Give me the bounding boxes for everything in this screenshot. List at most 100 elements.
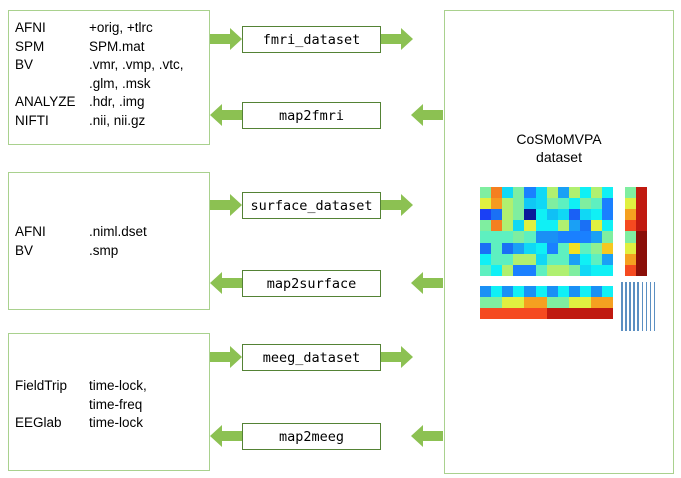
feature-line	[633, 282, 635, 331]
format-name: EEGlab	[15, 415, 62, 430]
feature-attr-cell	[502, 286, 514, 298]
format-name: ANALYZE	[15, 94, 76, 109]
format-extensions: .hdr, .img	[89, 94, 145, 109]
feature-line	[653, 282, 656, 331]
sample-cell	[524, 231, 536, 243]
format-extensions: .vmr, .vmp, .vtc,	[89, 57, 184, 72]
target-cell	[625, 253, 636, 265]
sample-cell	[524, 264, 536, 277]
sample-cell	[491, 187, 503, 199]
sample-cell	[557, 242, 570, 254]
feature-attr-cell	[568, 286, 581, 298]
feature-line	[625, 282, 627, 331]
arrow-right-icon	[210, 28, 242, 50]
sample-cell	[513, 209, 525, 221]
sample-cell	[535, 253, 547, 265]
dataset-title-line1: CoSMoMVPA	[516, 131, 602, 147]
sample-cell	[602, 253, 614, 265]
feature-attr-cell	[524, 297, 536, 309]
feature-attr-cell	[480, 286, 492, 298]
feature-attr-cell	[480, 297, 492, 309]
feature-line	[637, 282, 639, 331]
format-name: BV	[15, 57, 34, 72]
meeg-dataset-function[interactable]: meeg_dataset	[242, 344, 381, 371]
arrow-left-icon	[411, 104, 443, 126]
sample-cell	[535, 209, 547, 221]
sample-cell	[513, 264, 525, 277]
sample-cell	[502, 209, 514, 221]
arrow-right-icon	[381, 194, 413, 216]
sample-cell	[535, 231, 547, 243]
sample-cell	[546, 187, 558, 199]
sample-cell	[568, 220, 581, 232]
sample-cell	[502, 220, 514, 232]
sample-cell	[480, 198, 492, 210]
feature-attr-cell	[502, 308, 514, 320]
sample-cell	[535, 220, 547, 232]
sample-cell	[480, 264, 492, 277]
sample-cell	[568, 264, 581, 277]
sample-cell	[579, 242, 592, 254]
fmri-dataset-function[interactable]: fmri_dataset	[242, 26, 381, 53]
sample-cell	[535, 187, 547, 199]
arrow-left-icon	[411, 272, 443, 294]
arrow-left-icon	[411, 425, 443, 447]
arrow-left-icon	[210, 425, 242, 447]
feature-line	[621, 282, 623, 331]
feature-attr-cell	[535, 297, 547, 309]
format-name: SPM	[15, 38, 45, 54]
sample-cell	[568, 242, 581, 254]
feature-attr-cell	[568, 297, 581, 309]
arrow-right-icon	[381, 28, 413, 50]
arrow-right-icon	[381, 346, 413, 368]
sample-cell	[579, 209, 592, 221]
sample-cell	[568, 253, 581, 265]
sample-cell	[491, 198, 503, 210]
sample-cell	[591, 253, 603, 265]
sample-cell	[491, 209, 503, 221]
sample-cell	[535, 198, 547, 210]
sample-cell	[491, 242, 503, 254]
feature-attr-cell	[480, 308, 492, 320]
sample-cell	[557, 187, 570, 199]
sample-cell	[557, 264, 570, 277]
target-cell	[625, 264, 636, 277]
feature-attr-cell	[579, 297, 592, 309]
sample-cell	[513, 242, 525, 254]
sample-cell	[546, 264, 558, 277]
sample-cell	[568, 198, 581, 210]
feature-attr-cell	[568, 308, 581, 320]
sample-cell	[602, 187, 614, 199]
surface-dataset-function[interactable]: surface_dataset	[242, 192, 381, 219]
chunk-cell	[636, 198, 647, 210]
sample-cell	[579, 198, 592, 210]
sample-cell	[524, 242, 536, 254]
feature-attr-cell	[557, 297, 570, 309]
map2fmri-function[interactable]: map2fmri	[242, 102, 381, 129]
feature-attr-cell	[502, 297, 514, 309]
target-cell	[625, 231, 636, 243]
sample-cell	[524, 220, 536, 232]
sample-cell	[524, 209, 536, 221]
sample-cell	[480, 253, 492, 265]
sample-cell	[513, 220, 525, 232]
sample-cell	[579, 187, 592, 199]
format-name: NIFTI	[15, 112, 49, 128]
sample-cell	[524, 253, 536, 265]
feature-attr-cell	[602, 286, 614, 298]
arrow-right-icon	[210, 194, 242, 216]
chunk-cell	[636, 264, 647, 277]
map2meeg-function[interactable]: map2meeg	[242, 423, 381, 450]
chunk-cell	[636, 187, 647, 199]
target-cell	[625, 242, 636, 254]
sample-cell	[557, 209, 570, 221]
sample-cell	[546, 198, 558, 210]
sample-cell	[480, 209, 492, 221]
map2surface-function[interactable]: map2surface	[242, 270, 381, 297]
format-extensions: SPM.mat	[89, 38, 145, 54]
sample-cell	[568, 209, 581, 221]
sample-cell	[535, 264, 547, 277]
format-extensions: .niml.dset	[89, 224, 147, 239]
